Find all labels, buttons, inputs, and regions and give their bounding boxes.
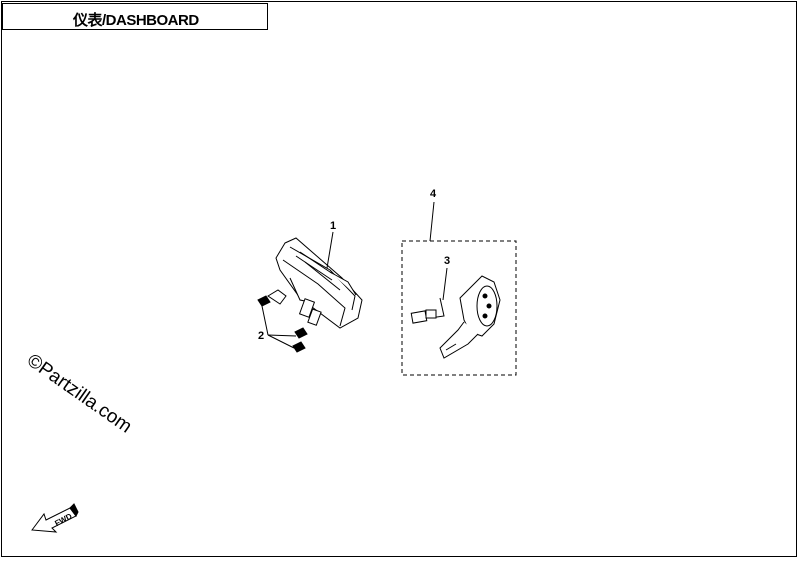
callout-3: 3 (444, 255, 451, 267)
leader-line-3 (442, 267, 448, 301)
leader-line-1 (326, 231, 334, 269)
kit-dashed-box (401, 240, 517, 376)
instrument-cluster-part[interactable] (267, 237, 363, 329)
leader-line-4 (429, 201, 435, 242)
callout-2: 2 (258, 330, 265, 342)
nut-part[interactable] (257, 295, 308, 353)
leader-lines-2 (261, 305, 297, 349)
callout-1: 1 (330, 220, 337, 232)
wiring-harness-part[interactable] (410, 297, 445, 324)
title-box: 仪表/DASHBOARD (2, 3, 268, 30)
gauge-part[interactable] (439, 275, 501, 359)
callout-4: 4 (430, 188, 437, 200)
fwd-arrow-icon: FWD (30, 496, 86, 541)
diagram-title: 仪表/DASHBOARD (73, 12, 199, 29)
